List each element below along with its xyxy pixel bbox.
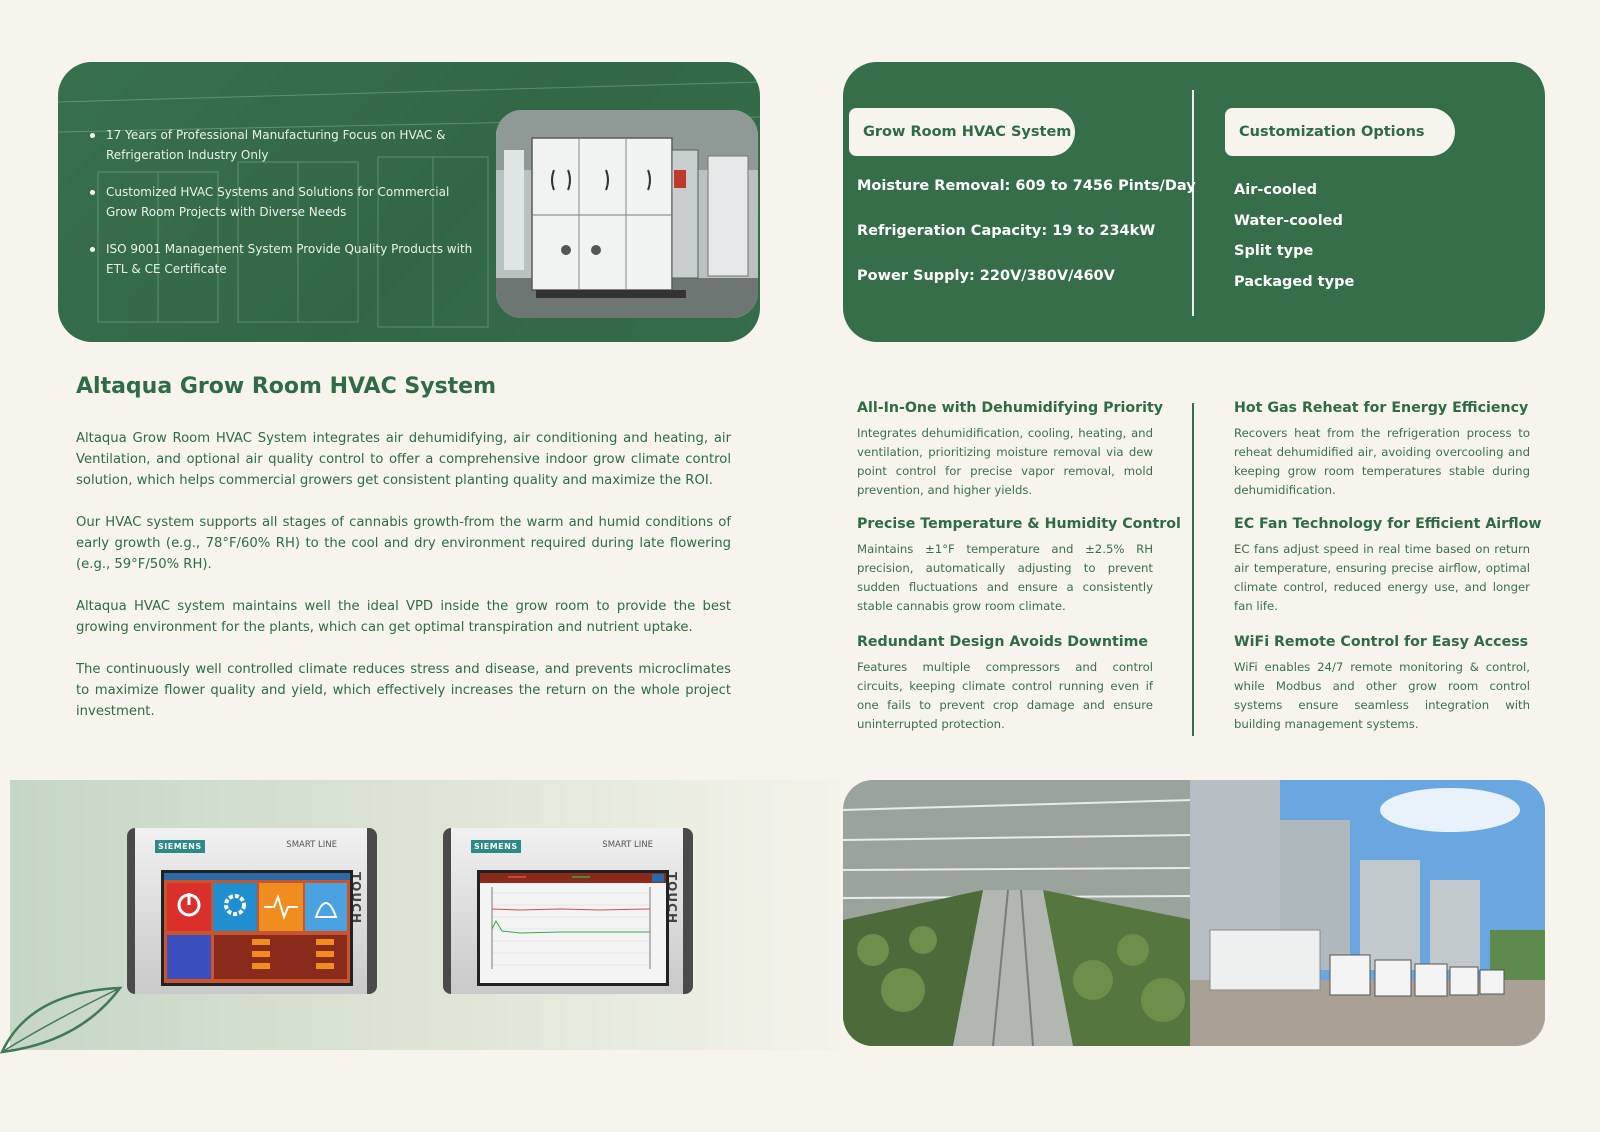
feature-ec-fan: EC Fan Technology for Efficient Airflow … — [1234, 516, 1542, 616]
option-air-cooled: Air-cooled — [1234, 182, 1318, 198]
feature-text: WiFi enables 24/7 remote monitoring & co… — [1234, 660, 1530, 731]
hmi-panel-trend: SIEMENS SMART LINE TOUCH — [443, 828, 693, 994]
spec-list: Moisture Removal: 609 to 7456 Pints/Day … — [857, 178, 1196, 313]
feature-title: Precise Temperature & Humidity Control — [857, 516, 1181, 532]
hmi-model-label: SMART LINE — [602, 840, 653, 850]
feature-text: Integrates dehumidification, cooling, he… — [857, 426, 1153, 497]
banner-bullet-list: 17 Years of Professional Manufacturing F… — [88, 126, 478, 297]
feature-text: Maintains ±1°F temperature and ±2.5% RH … — [857, 542, 1153, 613]
feature-text: EC fans adjust speed in real time based … — [1234, 542, 1530, 613]
outdoor-units-illustration — [1190, 780, 1545, 1046]
banner-bullet: 17 Years of Professional Manufacturing F… — [88, 126, 478, 165]
feature-redundant-design: Redundant Design Avoids Downtime Feature… — [857, 634, 1153, 734]
feature-text: Recovers heat from the refrigeration pro… — [1234, 426, 1530, 497]
hmi-screen-trend — [477, 870, 669, 986]
leaf-decoration-icon — [0, 986, 123, 1054]
hmi-panel-main-menu: SIEMENS SMART LINE TOUCH — [127, 828, 377, 994]
hvac-unit-illustration — [496, 110, 758, 318]
feature-title: WiFi Remote Control for Easy Access — [1234, 634, 1529, 650]
hmi-menu-screen — [164, 873, 350, 983]
feature-text: Features multiple compressors and contro… — [857, 660, 1153, 731]
hmi-brand-label: SIEMENS — [155, 840, 205, 853]
feature-wifi-remote: WiFi Remote Control for Easy Access WiFi… — [1234, 634, 1530, 734]
option-packaged-type: Packaged type — [1234, 273, 1355, 290]
hvac-unit-photo — [496, 110, 758, 318]
feature-title: Redundant Design Avoids Downtime — [857, 634, 1149, 650]
grow-room-photo — [843, 780, 1193, 1046]
banner-bullet: Customized HVAC Systems and Solutions fo… — [88, 183, 478, 222]
hmi-model-label: SMART LINE — [286, 840, 337, 850]
option-split-type: Split type — [1234, 243, 1314, 259]
hmi-brand-label: SIEMENS — [471, 840, 521, 853]
option-water-cooled: Water-cooled — [1234, 212, 1343, 229]
section-title: Altaqua Grow Room HVAC System — [76, 374, 497, 399]
customization-options-pill: Customization Options — [1225, 108, 1455, 156]
intro-paragraph: Altaqua HVAC system maintains well the i… — [76, 599, 731, 635]
outdoor-units-photo — [1190, 780, 1545, 1046]
feature-dehumidifying-priority: All-In-One with Dehumidifying Priority I… — [857, 400, 1164, 500]
spec-moisture-removal: Moisture Removal: 609 to 7456 Pints/Day — [857, 178, 1196, 194]
spec-power-supply: Power Supply: 220V/380V/460V — [857, 268, 1115, 284]
intro-paragraph: The continuously well controlled climate… — [76, 662, 731, 719]
specification-panel: Grow Room HVAC System Customization Opti… — [843, 62, 1545, 342]
intro-paragraph: Our HVAC system supports all stages of c… — [76, 515, 731, 572]
feature-title: EC Fan Technology for Efficient Airflow — [1234, 516, 1542, 532]
feature-precise-control: Precise Temperature & Humidity Control M… — [857, 516, 1181, 616]
banner-bullet: ISO 9001 Management System Provide Quali… — [88, 240, 478, 279]
intro-text: Altaqua Grow Room HVAC System integrates… — [76, 428, 731, 743]
features-divider — [1192, 403, 1194, 736]
customization-list: Air-cooled Water-cooled Split type Packa… — [1234, 182, 1354, 304]
hvac-system-pill: Grow Room HVAC System — [849, 108, 1075, 156]
feature-title: All-In-One with Dehumidifying Priority — [857, 400, 1164, 416]
spec-divider — [1192, 90, 1194, 316]
feature-title: Hot Gas Reheat for Energy Efficiency — [1234, 400, 1529, 416]
spec-refrigeration-capacity: Refrigeration Capacity: 19 to 234kW — [857, 223, 1156, 239]
company-banner: 17 Years of Professional Manufacturing F… — [58, 62, 760, 342]
hmi-screen-menu — [161, 870, 353, 986]
hmi-trend-screen — [480, 873, 666, 983]
feature-hot-gas-reheat: Hot Gas Reheat for Energy Efficiency Rec… — [1234, 400, 1530, 500]
grow-room-illustration — [843, 780, 1193, 1046]
intro-paragraph: Altaqua Grow Room HVAC System integrates… — [76, 431, 731, 488]
